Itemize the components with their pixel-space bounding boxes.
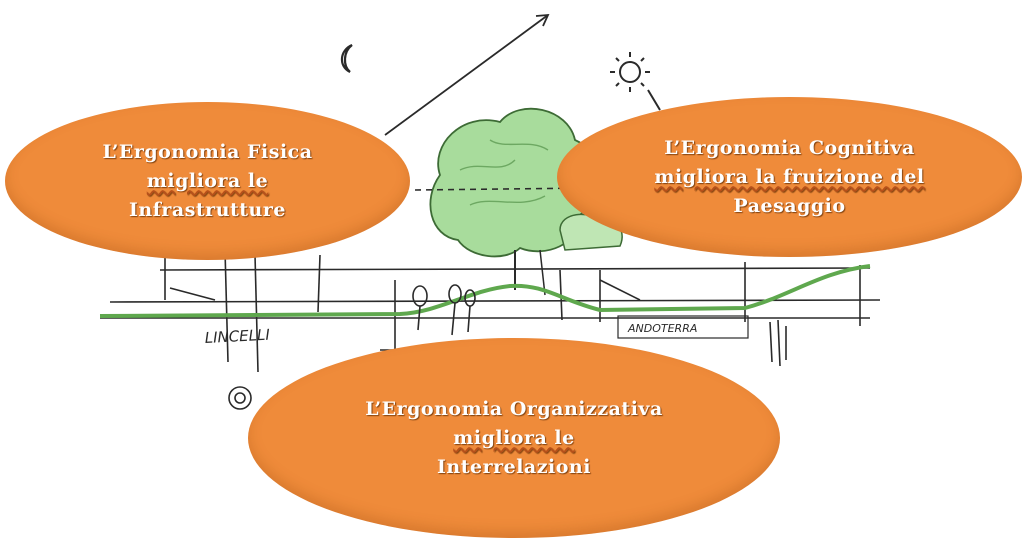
sun-ray-arrow — [384, 13, 550, 136]
bubble-ergonomia-fisica: L’Ergonomia Fisica migliora le Infrastru… — [5, 102, 410, 260]
building-section-lines — [100, 187, 881, 373]
bubble-organizzativa-line2: migliora le — [453, 426, 575, 449]
bubble-cognitiva-line1: L’Ergonomia Cognitiva — [664, 136, 915, 159]
bubble-organizzativa-line3: Interrelazioni — [437, 455, 591, 478]
sun-icon — [610, 52, 661, 111]
people-figures — [412, 284, 787, 367]
bubble-cognitiva-line3: Paesaggio — [733, 194, 846, 217]
marker-circle-icon — [228, 386, 252, 410]
ground-line — [99, 264, 871, 318]
bubble-fisica-line1: L’Ergonomia Fisica — [102, 140, 313, 163]
sketch-label-right: ANDOTERRA — [627, 322, 697, 335]
moon-icon — [340, 43, 353, 73]
bubble-organizzativa-line1: L’Ergonomia Organizzativa — [365, 397, 663, 420]
sketch-label-left: LINCELLI — [204, 326, 271, 347]
bubble-ergonomia-cognitiva: L’Ergonomia Cognitiva migliora la fruizi… — [557, 97, 1022, 257]
bubble-fisica-line2: migliora le — [146, 169, 269, 192]
sketch-label-right-box — [617, 315, 749, 339]
bubble-fisica-line3: Infrastrutture — [129, 198, 286, 221]
bubble-cognitiva-line2: migliora la fruizione del — [654, 165, 925, 188]
bubble-ergonomia-organizzativa: L’Ergonomia Organizzativa migliora le In… — [248, 338, 780, 538]
